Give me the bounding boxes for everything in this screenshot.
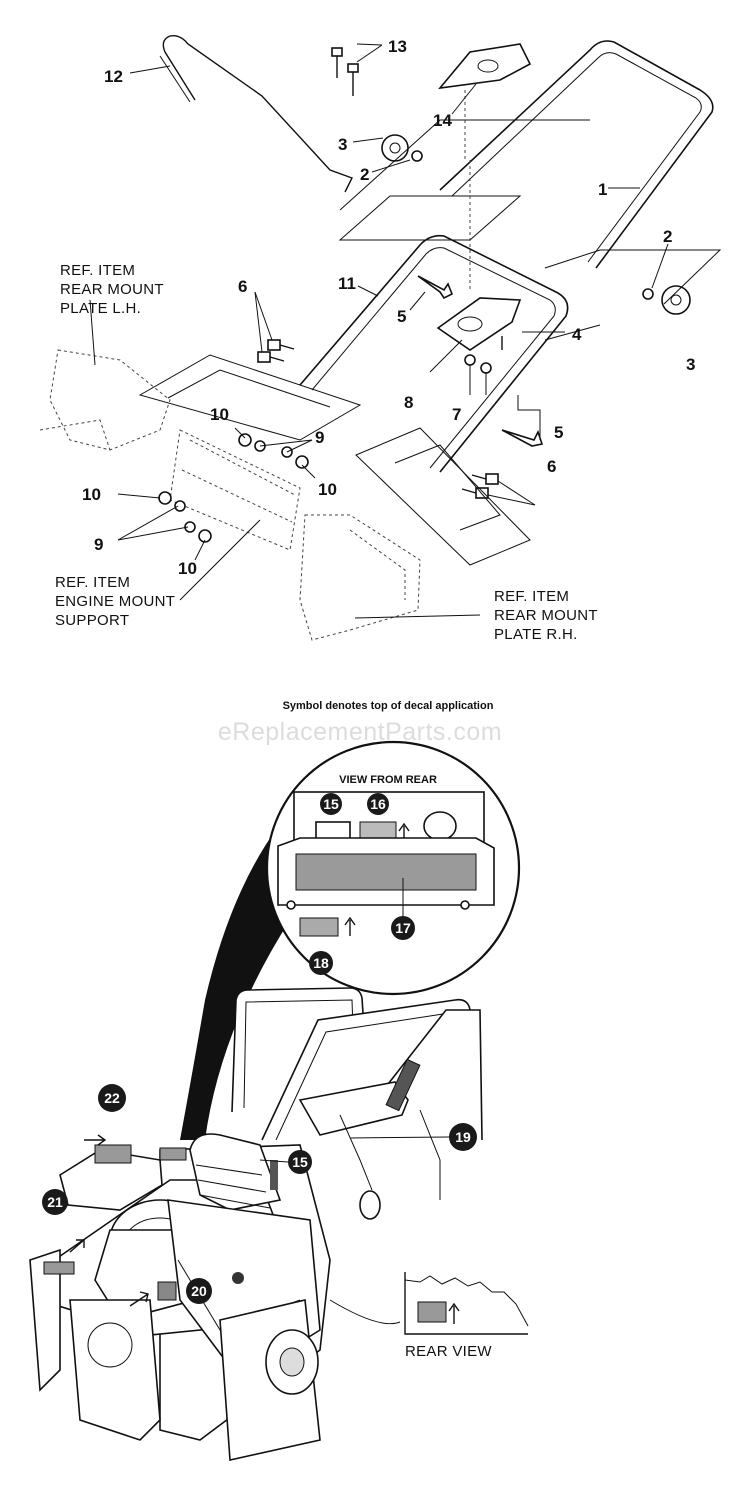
callout-4: 4 [572, 325, 582, 344]
decal-note: Symbol denotes top of decal application [283, 700, 494, 712]
callout-6: 6 [547, 457, 556, 476]
callout-8: 8 [404, 393, 413, 412]
badge-19: 19 [349, 1123, 477, 1151]
rear-mount-plate-rh [299, 514, 421, 641]
badge-16-inset: 16 [367, 793, 389, 815]
badge-18-inset: 18 [309, 951, 333, 975]
rear-view-label: REAR VIEW [405, 1343, 492, 1360]
decal-application-view: VIEW FROM REAR 15 16 17 1 [29, 740, 529, 1461]
hex-bolts-left [257, 339, 295, 363]
carriage-bolt-lower [501, 429, 544, 447]
badge-15-inset: 15 [320, 793, 342, 815]
svg-text:REF. ITEM: REF. ITEM [55, 574, 130, 591]
handle-exploded-view: 1 2 2 3 3 4 5 5 6 6 7 8 9 9 10 10 10 10 … [39, 34, 722, 643]
rear-view-inset: VIEW FROM REAR [265, 740, 521, 996]
callout-1: 1 [598, 180, 607, 199]
rear-view-leader [329, 1299, 401, 1325]
knob-right [642, 285, 691, 315]
svg-text:21: 21 [47, 1194, 63, 1210]
svg-text:15: 15 [292, 1154, 308, 1170]
crank-bracket [438, 43, 532, 90]
inset-title: VIEW FROM REAR [339, 774, 437, 786]
badge-22: 22 [98, 1084, 126, 1112]
svg-text:16: 16 [370, 796, 386, 812]
washers-nuts [158, 433, 309, 543]
callout-3: 3 [338, 135, 347, 154]
svg-text:17: 17 [395, 920, 411, 936]
callout-2: 2 [663, 227, 672, 246]
badge-21: 21 [42, 1189, 68, 1215]
chute-crank-rod [162, 34, 353, 193]
callout-6: 6 [238, 277, 247, 296]
callout-5: 5 [554, 423, 563, 442]
lower-handle [299, 234, 569, 473]
svg-text:REAR MOUNT: REAR MOUNT [494, 607, 598, 624]
callout-10: 10 [210, 405, 229, 424]
svg-text:19: 19 [455, 1129, 471, 1145]
bolt-13 [331, 47, 359, 96]
svg-text:REF. ITEM: REF. ITEM [60, 262, 135, 279]
knob-left [381, 134, 423, 162]
control-bracket [436, 297, 522, 374]
svg-text:18: 18 [313, 955, 329, 971]
svg-text:REAR MOUNT: REAR MOUNT [60, 281, 164, 298]
svg-text:15: 15 [323, 796, 339, 812]
upper-handle [439, 40, 714, 269]
svg-text:22: 22 [104, 1090, 120, 1106]
callout-13: 13 [388, 37, 407, 56]
svg-text:ENGINE MOUNT: ENGINE MOUNT [55, 593, 175, 610]
badge-20: 20 [186, 1278, 212, 1304]
carriage-bolt-upper [417, 275, 454, 300]
callout-12: 12 [104, 67, 123, 86]
badge-15: 15 [259, 1150, 312, 1174]
snow-thrower-body [29, 1133, 331, 1461]
ref-label-rear-mount-lh: REF. ITEM REAR MOUNT PLATE L.H. [60, 262, 164, 317]
svg-text:REF. ITEM: REF. ITEM [494, 588, 569, 605]
engine-mount-support [169, 429, 301, 551]
svg-text:20: 20 [191, 1283, 207, 1299]
leader-lines [89, 43, 669, 619]
watermark: eReplacementParts.com [218, 718, 502, 746]
callout-7: 7 [452, 405, 461, 424]
callout-10: 10 [318, 480, 337, 499]
callout-9: 9 [315, 428, 324, 447]
hex-bolts-right [461, 473, 499, 499]
callout-10: 10 [178, 559, 197, 578]
ref-label-engine-mount: REF. ITEM ENGINE MOUNT SUPPORT [55, 574, 175, 629]
ref-label-rear-mount-rh: REF. ITEM REAR MOUNT PLATE R.H. [494, 588, 598, 643]
callout-14: 14 [433, 111, 452, 130]
callout-5: 5 [397, 307, 406, 326]
badge-17-inset: 17 [391, 916, 415, 940]
callout-2: 2 [360, 165, 369, 184]
rear-mount-plate-lh [49, 349, 171, 451]
snow-thrower-handle [231, 987, 483, 1220]
svg-text:SUPPORT: SUPPORT [55, 612, 129, 629]
callout-9: 9 [94, 535, 103, 554]
callout-11: 11 [338, 274, 356, 293]
callout-10: 10 [82, 485, 101, 504]
callout-3: 3 [686, 355, 695, 374]
rear-view-panel: REAR VIEW [404, 1272, 529, 1360]
svg-text:PLATE R.H.: PLATE R.H. [494, 626, 578, 643]
svg-text:PLATE L.H.: PLATE L.H. [60, 300, 141, 317]
